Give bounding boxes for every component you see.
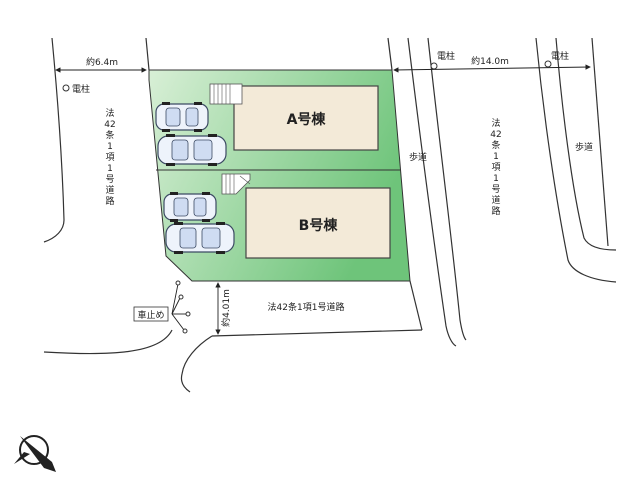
left-width-label: 約6.4m: [86, 56, 118, 68]
sidewalk-label-1: 歩道: [409, 151, 427, 163]
sidewalk-label-2: 歩道: [575, 141, 593, 153]
car-icon: [155, 102, 209, 132]
north-arrow-icon: [14, 435, 56, 472]
car-icon: [165, 222, 235, 254]
car-icon: [163, 192, 217, 222]
road-edge-right-b: [535, 37, 617, 283]
road-edge-right-a: [427, 37, 467, 341]
building-a-label: A号棟: [287, 111, 327, 128]
utility-pole-icon: [430, 62, 438, 70]
utility-pole-icon: [62, 84, 70, 92]
bollard-symbol: [171, 280, 191, 334]
pole-label-left: 電柱: [72, 83, 90, 95]
road-edge-right-d: [591, 37, 609, 247]
sidewalk-edge-2: [407, 37, 457, 347]
bottom-road-edge-lower: [211, 329, 423, 337]
left-road-edge-outer: [43, 37, 65, 243]
bottom-road-label: 法42条1項1号道路: [268, 301, 345, 313]
bottom-road-edge-left: [43, 329, 173, 355]
utility-pole-icon: [544, 60, 552, 68]
bollard-label-box: [133, 306, 169, 322]
right-width-dim-line: [393, 64, 591, 73]
building-a: [233, 85, 379, 151]
bottom-road-edge-curve: [180, 335, 213, 393]
left-road-edge-inner: [145, 37, 150, 71]
stairs-icon: [221, 173, 251, 195]
right-width-label: 約14.0m: [471, 55, 509, 67]
lot-bottom-extension: [409, 280, 423, 331]
building-b: [245, 187, 391, 259]
sidewalk-edge-1: [387, 37, 393, 71]
pole-label-right-1: 電柱: [437, 50, 455, 62]
road-edge-right-c: [555, 37, 617, 251]
bollard-label: 車止め: [137, 309, 164, 321]
stairs-icon: [209, 83, 243, 105]
bottom-width-label: 約4.01m: [220, 289, 232, 327]
pole-label-right-2: 電柱: [551, 50, 569, 62]
building-b-label: B号棟: [299, 217, 339, 234]
car-icon: [157, 134, 227, 166]
